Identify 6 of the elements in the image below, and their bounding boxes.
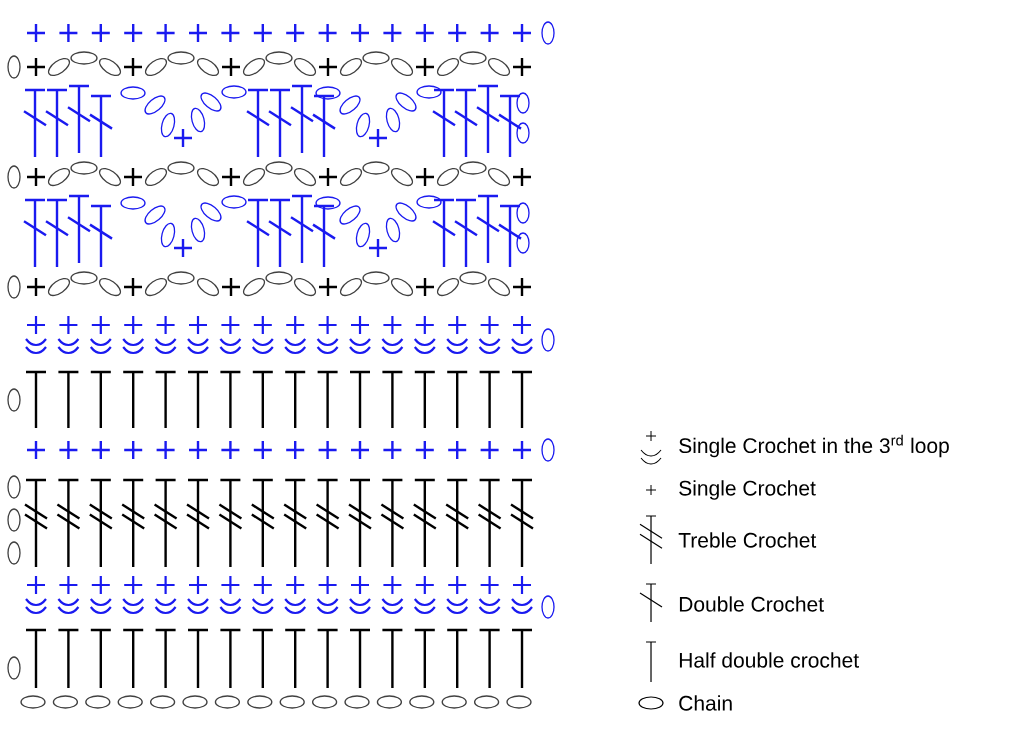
legend-label: Treble Crochet [678,532,817,548]
legend-label: Single Crochet in the 3$^{rd}$ loop [679,434,949,458]
legend-label: Double Crochet [679,596,824,612]
legend-label: Half double crochet [679,652,859,668]
legend-label: Chain [679,695,732,711]
legend-label: Single Crochet [679,480,816,500]
